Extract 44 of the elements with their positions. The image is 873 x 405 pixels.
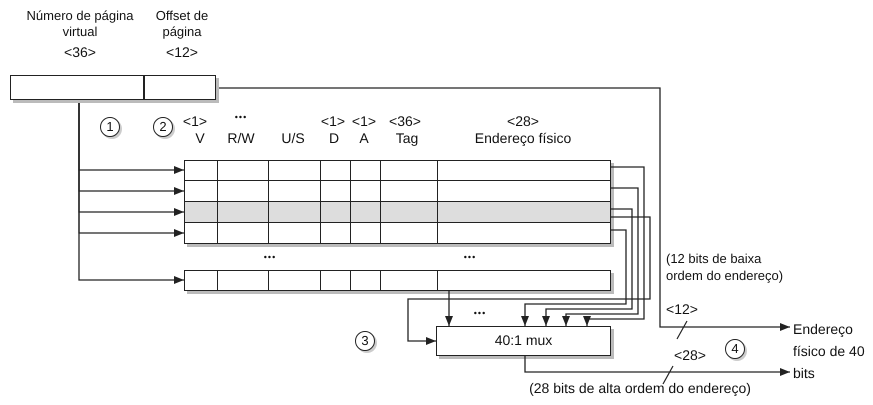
- bit-width-label: <12>: [666, 302, 698, 317]
- step-number: 3: [355, 331, 375, 351]
- bit-width-label: <28>: [674, 348, 706, 363]
- tlb-entry-row: [184, 180, 611, 202]
- step-number: 2: [153, 117, 173, 137]
- field-heading: Número de página virtual: [26, 8, 134, 40]
- field-heading: Offset de página: [154, 8, 210, 40]
- arrow: [524, 356, 790, 376]
- arrow: [407, 216, 651, 345]
- tlb-entry-row: [184, 201, 611, 223]
- tlb-entry-row: [184, 160, 611, 182]
- output-text: Endereço físico de 40 bits: [793, 318, 871, 384]
- bit-width-label: <1>: [320, 114, 346, 129]
- multiplexer-box: 40:1 mux: [436, 326, 611, 356]
- column-header: U/S: [281, 131, 305, 146]
- column-header: V: [195, 131, 205, 146]
- arrow: [542, 208, 633, 326]
- tlb-entry-row: [184, 270, 611, 291]
- bit-width-label: <1>: [182, 114, 208, 129]
- column-header: Endereço físico: [474, 131, 572, 146]
- column-header: R/W: [227, 131, 255, 146]
- step-number: 1: [100, 117, 120, 137]
- arrow: [583, 166, 645, 326]
- arrow: [562, 187, 639, 326]
- bit-width-label: <1>: [352, 114, 376, 129]
- bit-width-label: <28>: [507, 114, 539, 129]
- column-header: Tag: [396, 131, 418, 146]
- arrow: [521, 229, 627, 326]
- note-text: (12 bits de baixa ordem do endereço): [666, 250, 784, 284]
- bit-width-label: <36>: [389, 114, 421, 129]
- arrow: [78, 100, 184, 284]
- ellipsis-mark: •••: [264, 251, 276, 264]
- ellipsis-mark: •••: [464, 251, 476, 264]
- step-number: 4: [725, 339, 745, 359]
- ellipsis-mark: •••: [474, 307, 486, 320]
- bit-width-label: <12>: [165, 44, 199, 60]
- arrow: [445, 291, 453, 326]
- arrow: [216, 87, 790, 331]
- bit-width-label: <36>: [63, 44, 97, 60]
- note-text: (28 bits de alta ordem do endereço): [529, 381, 751, 396]
- column-header: D: [328, 131, 340, 146]
- column-header: A: [359, 131, 369, 146]
- tlb-entry-row: [184, 222, 611, 244]
- ellipsis-mark: •••: [234, 111, 248, 124]
